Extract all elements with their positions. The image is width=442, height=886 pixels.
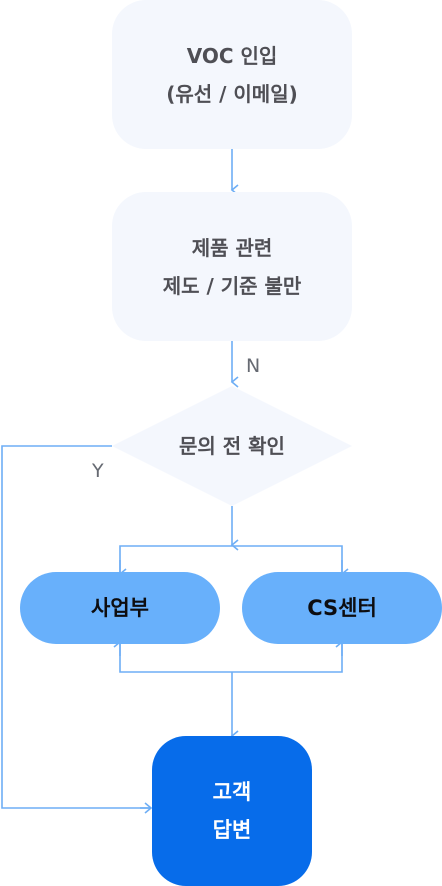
node-voc-line1: VOC 인입 [186,43,278,68]
edge-split-bar [119,545,343,575]
node-voc: VOC 인입 (유선 / 이메일) [112,0,352,149]
node-product-line2: 제도 / 기준 불만 [162,273,302,298]
node-cs-center-label: CS센터 [307,596,377,620]
node-voc-line2: (유선 / 이메일) [166,81,298,106]
node-business: 사업부 [20,572,220,644]
edge-yes-path [1,445,150,809]
edge-label-yes: Y [92,460,104,482]
node-cs-center: CS센터 [242,572,442,644]
edge-label-no: N [246,355,261,377]
inquiry-diamond [112,386,352,506]
node-product-line1: 제품 관련 [191,235,273,260]
edge-merge-bar [119,643,343,673]
node-inquiry-label: 문의 전 확인 [179,434,285,458]
node-answer-line2: 답변 [212,818,252,842]
node-answer: 고객 답변 [152,736,312,886]
node-business-label: 사업부 [91,596,149,620]
node-product: 제품 관련 제도 / 기준 불만 [112,192,352,341]
node-answer-line1: 고객 [212,780,252,804]
